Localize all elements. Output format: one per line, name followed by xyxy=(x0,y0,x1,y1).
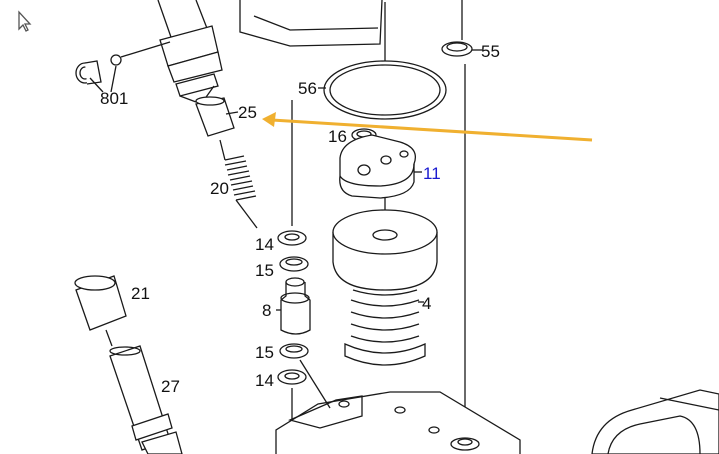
part-8 xyxy=(276,277,311,335)
part-15-lower xyxy=(279,343,309,359)
callout-14-lower: 14 xyxy=(255,371,274,390)
part-21 xyxy=(74,275,127,347)
part-801 xyxy=(75,41,171,93)
part-55 xyxy=(441,0,482,57)
part-14-lower xyxy=(277,369,307,385)
part-56 xyxy=(318,60,447,120)
callout-16: 16 xyxy=(328,127,347,146)
part-15-upper xyxy=(279,256,309,272)
callout-56: 56 xyxy=(298,79,317,98)
part-4 xyxy=(332,209,438,366)
part-20 xyxy=(219,139,258,229)
callout-25: 25 xyxy=(238,103,257,122)
callout-27: 27 xyxy=(161,377,180,396)
callout-8: 8 xyxy=(262,301,271,320)
callout-14-upper: 14 xyxy=(255,235,274,254)
bracket-part xyxy=(591,389,719,454)
callout-20: 20 xyxy=(210,179,229,198)
diagram-linework xyxy=(18,0,719,454)
part-14-upper xyxy=(277,230,307,246)
callout-15-upper: 15 xyxy=(255,261,274,280)
callout-11: 11 xyxy=(423,164,441,183)
callout-55: 55 xyxy=(481,42,500,61)
nozzle-holder-part xyxy=(157,0,223,103)
part-11 xyxy=(339,134,422,220)
callout-21: 21 xyxy=(131,284,150,303)
callout-4: 4 xyxy=(422,294,431,313)
highlight-arrow xyxy=(262,112,593,142)
part-27 xyxy=(109,345,183,454)
part-25 xyxy=(195,96,239,137)
pump-body-part xyxy=(275,359,521,454)
mouse-cursor-icon xyxy=(18,10,32,32)
callout-801: 801 xyxy=(100,89,128,108)
callout-15-lower: 15 xyxy=(255,343,274,362)
callout-labels: 801 25 20 56 55 16 11 14 15 8 4 15 14 21… xyxy=(100,42,500,396)
